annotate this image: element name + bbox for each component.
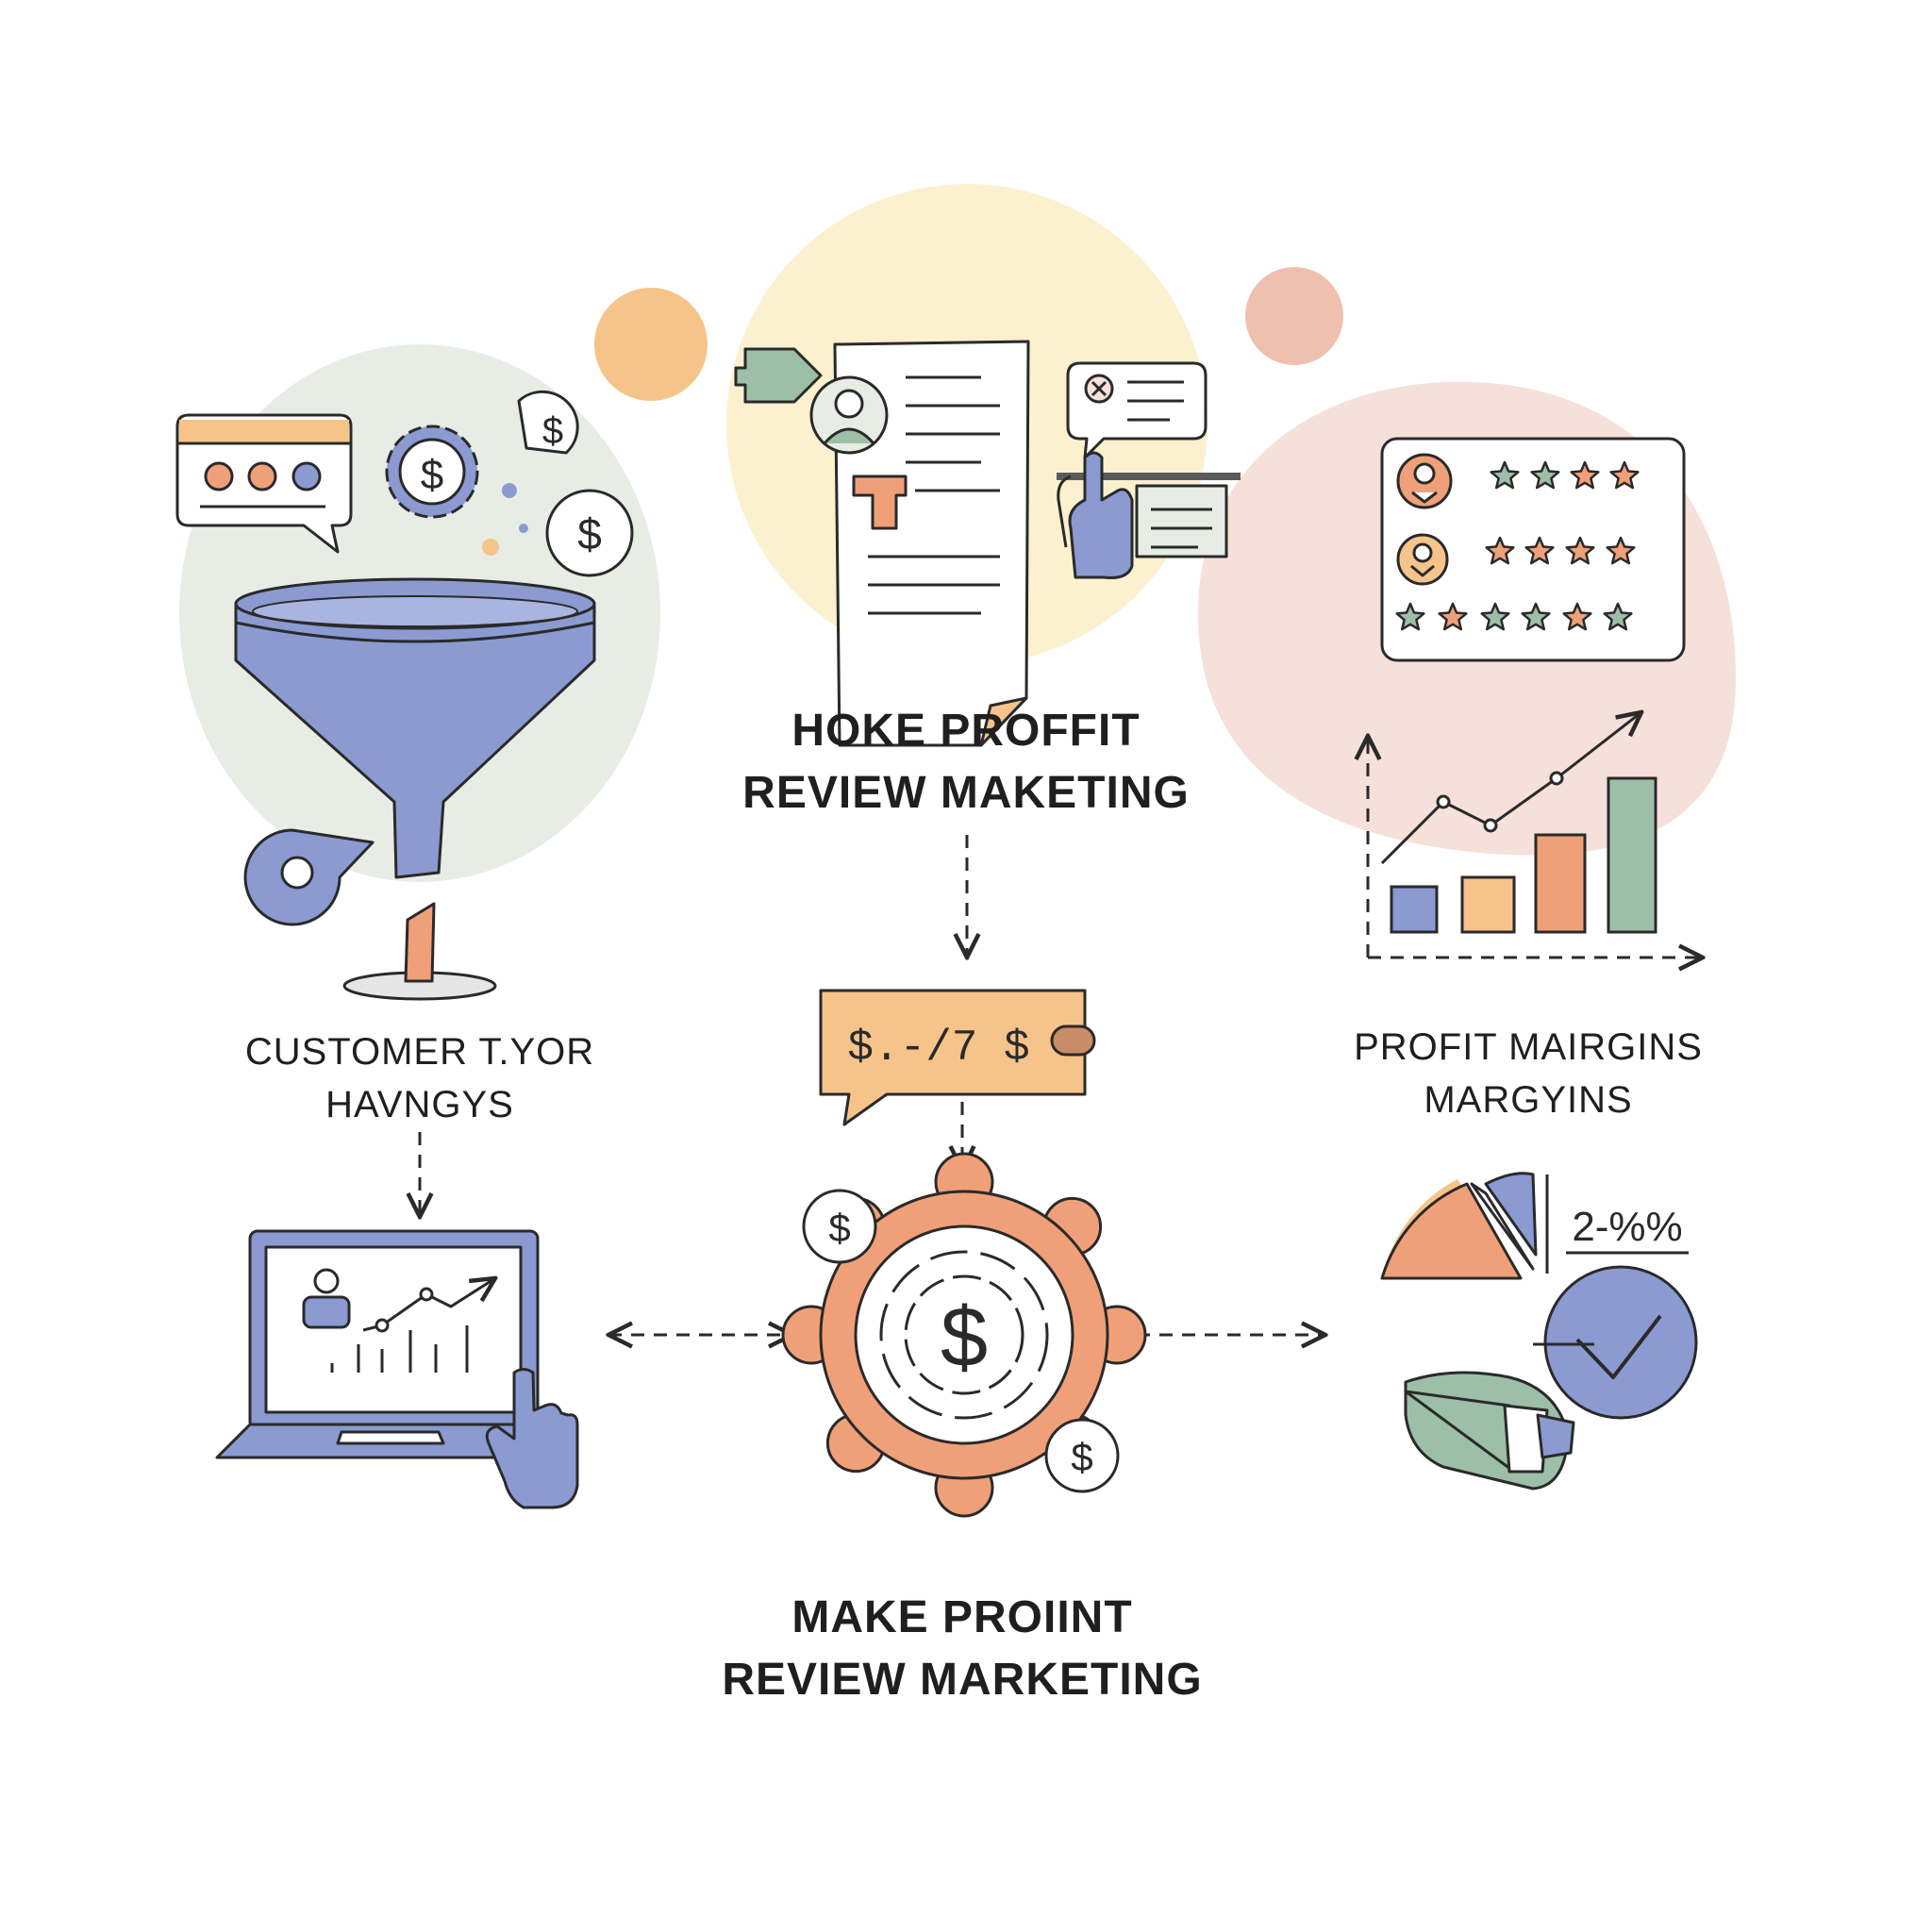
dot-pink xyxy=(1245,267,1343,365)
pin-icon xyxy=(243,828,375,926)
svg-text:$: $ xyxy=(828,1206,850,1250)
svg-text:$: $ xyxy=(1071,1435,1092,1479)
price-tag-icon: $.-/7 $ xyxy=(819,989,1096,1126)
star-icon xyxy=(1530,460,1560,490)
label-bottom-center: MAKE PROIINT REVIEW MARKETING xyxy=(703,1590,1222,1708)
label-line: MARGYINS xyxy=(1424,1079,1633,1121)
funnel-icon xyxy=(234,577,596,1001)
star-icon xyxy=(1521,602,1551,631)
comment-card-icon xyxy=(1066,361,1208,459)
label-line: HOKE PROFFIT xyxy=(791,706,1141,756)
percent-text: 2-%% xyxy=(1572,1204,1682,1250)
dollar-coin-icon: $ xyxy=(517,390,579,455)
user-avatar-icon xyxy=(809,375,889,455)
label-line: CUSTOMER T.YOR xyxy=(244,1031,595,1073)
dollar-coin-icon: $ xyxy=(545,489,634,577)
label-line: REVIEW MARKETING xyxy=(722,1655,1203,1705)
svg-text:$: $ xyxy=(421,452,443,498)
svg-text:$: $ xyxy=(542,410,563,452)
checkmark-circle-icon xyxy=(1533,1265,1698,1420)
star-rows xyxy=(1395,460,1640,631)
star-icon xyxy=(1570,460,1600,490)
star-icon xyxy=(1606,536,1636,565)
svg-text:$: $ xyxy=(577,509,602,558)
label-right: PROFIT MAIRGINS MARGYINS xyxy=(1321,1024,1736,1124)
document-group xyxy=(734,340,1241,747)
label-line: MAKE PROIINT xyxy=(791,1592,1133,1642)
star-icon xyxy=(1480,602,1510,631)
star-icon xyxy=(1562,602,1592,631)
gear-dollar-icon: $ $ $ xyxy=(781,1152,1147,1518)
star-icon xyxy=(1395,602,1425,631)
bar-line-chart-icon xyxy=(1368,712,1703,958)
megaphone-icon xyxy=(1404,1371,1575,1491)
star-icon xyxy=(1485,536,1515,565)
star-icon xyxy=(1438,602,1468,631)
document-icon xyxy=(833,340,1030,747)
star-icon xyxy=(1603,602,1633,631)
laptop-analytics-icon xyxy=(215,1229,579,1509)
star-icon xyxy=(1609,460,1640,490)
star-icon xyxy=(1565,536,1595,565)
star-icon xyxy=(1524,536,1555,565)
analytics-cluster: 2-%% xyxy=(1380,1172,1698,1491)
pointer-hand-icon xyxy=(1057,451,1134,579)
funnel-group: $ $ $ xyxy=(175,390,634,1001)
svg-text:$: $ xyxy=(941,1291,988,1385)
dot-orange xyxy=(594,288,708,401)
chat-bubble-icon xyxy=(175,413,353,554)
label-line: PROFIT MAIRGINS xyxy=(1354,1026,1703,1068)
label-line: REVIEW MAKETING xyxy=(742,768,1190,818)
presentation-board-icon xyxy=(1057,473,1241,558)
label-left: CUSTOMER T.YOR HAVNGYS xyxy=(203,1028,637,1128)
tag-icon xyxy=(734,347,823,404)
star-icon xyxy=(1490,460,1520,490)
price-tag-text: $.-/7 $ xyxy=(847,1024,1029,1073)
gear-dollar-icon: $ xyxy=(385,425,479,519)
pointer-hand-icon xyxy=(485,1368,579,1509)
label-line: HAVNGYS xyxy=(325,1084,514,1125)
label-top-center: HOKE PROFFIT REVIEW MAKETING xyxy=(730,703,1202,822)
